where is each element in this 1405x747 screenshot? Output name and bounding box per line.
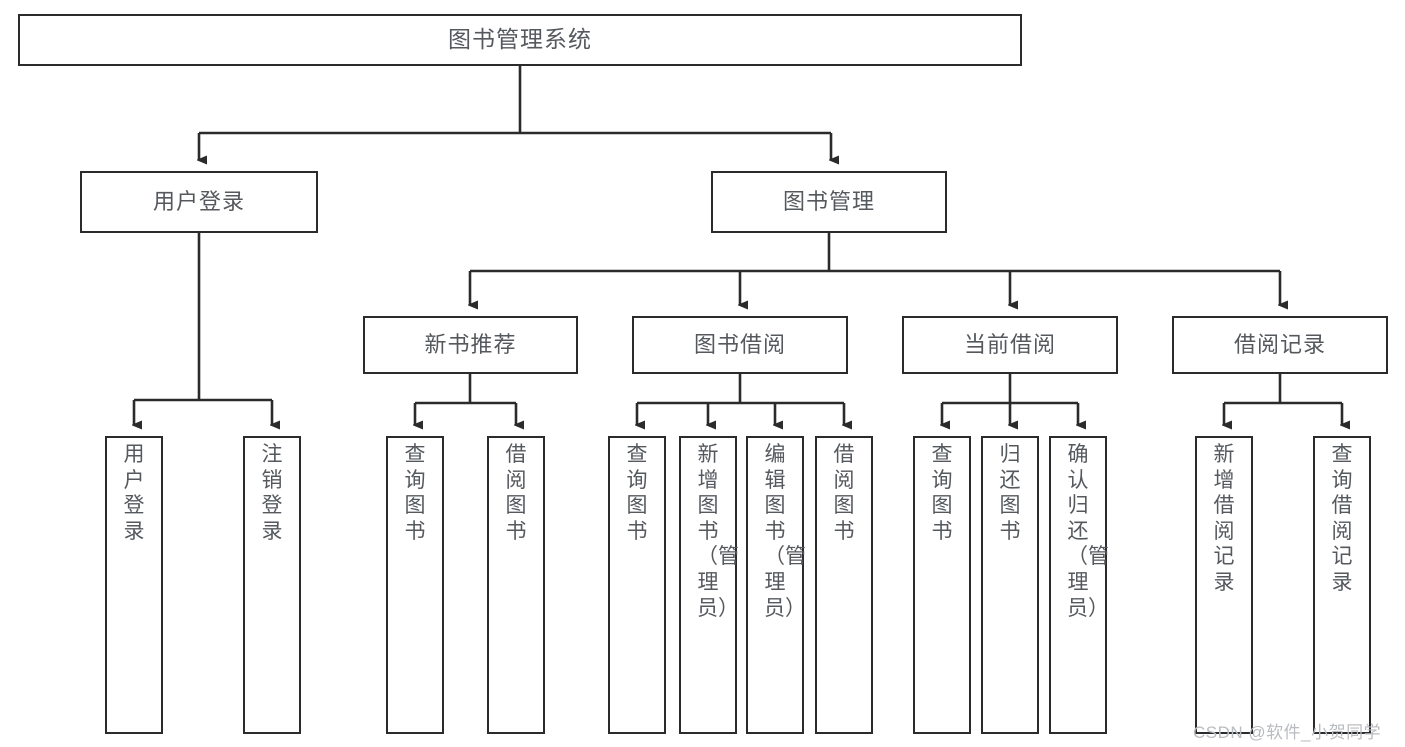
- node-leaf-add-record[interactable]: 新增借阅记录: [1195, 436, 1253, 734]
- node-new-book-rec-label: 新书推荐: [424, 331, 517, 357]
- node-root[interactable]: 图书管理系统: [18, 14, 1022, 66]
- node-current-borrow[interactable]: 当前借阅: [902, 316, 1118, 374]
- node-current-borrow-label: 当前借阅: [963, 331, 1056, 357]
- node-leaf-borrow-book-1[interactable]: 借阅图书: [487, 436, 545, 734]
- node-leaf-borrow-book-2[interactable]: 借阅图书: [815, 436, 873, 734]
- node-book-manage-label: 图书管理: [782, 188, 875, 214]
- node-leaf-borrow-book-2-label: 借阅图书: [833, 443, 855, 543]
- watermark-text: CSDN @软件_小贺同学: [1193, 723, 1382, 742]
- node-leaf-edit-book[interactable]: 编辑图书（管理员）: [746, 436, 806, 734]
- node-leaf-confirm-return-label: 确认归还（管理员）: [1067, 443, 1109, 620]
- node-leaf-borrow-book-1-label: 借阅图书: [505, 443, 527, 543]
- node-leaf-edit-book-label: 编辑图书（管理员）: [764, 443, 806, 620]
- node-leaf-query-book-2-label: 查询图书: [626, 443, 648, 543]
- node-borrow-record[interactable]: 借阅记录: [1172, 316, 1388, 374]
- node-leaf-logout[interactable]: 注销登录: [243, 436, 301, 734]
- node-leaf-add-book[interactable]: 新增图书（管理员）: [679, 436, 739, 734]
- node-leaf-add-record-label: 新增借阅记录: [1213, 443, 1235, 595]
- node-book-borrow-label: 图书借阅: [693, 331, 786, 357]
- node-root-label: 图书管理系统: [448, 26, 592, 53]
- node-leaf-confirm-return[interactable]: 确认归还（管理员）: [1049, 436, 1109, 734]
- node-leaf-user-login[interactable]: 用户登录: [105, 436, 163, 734]
- node-leaf-query-book-3[interactable]: 查询图书: [913, 436, 971, 734]
- node-leaf-query-book-1-label: 查询图书: [404, 443, 426, 543]
- node-leaf-add-book-label: 新增图书（管理员）: [697, 443, 739, 620]
- node-user-login[interactable]: 用户登录: [80, 171, 318, 233]
- node-leaf-query-record-label: 查询借阅记录: [1331, 443, 1353, 595]
- node-borrow-record-label: 借阅记录: [1233, 331, 1326, 357]
- node-leaf-user-login-label: 用户登录: [123, 443, 145, 543]
- node-book-borrow[interactable]: 图书借阅: [632, 316, 848, 374]
- node-user-login-label: 用户登录: [152, 188, 245, 214]
- node-leaf-query-record[interactable]: 查询借阅记录: [1313, 436, 1371, 734]
- node-leaf-query-book-3-label: 查询图书: [931, 443, 953, 543]
- node-new-book-rec[interactable]: 新书推荐: [363, 316, 578, 374]
- node-leaf-query-book-1[interactable]: 查询图书: [386, 436, 444, 734]
- node-book-manage[interactable]: 图书管理: [711, 171, 947, 233]
- node-leaf-return-book-label: 归还图书: [999, 443, 1021, 543]
- node-leaf-query-book-2[interactable]: 查询图书: [608, 436, 666, 734]
- node-leaf-logout-label: 注销登录: [261, 443, 283, 543]
- node-leaf-return-book[interactable]: 归还图书: [981, 436, 1039, 734]
